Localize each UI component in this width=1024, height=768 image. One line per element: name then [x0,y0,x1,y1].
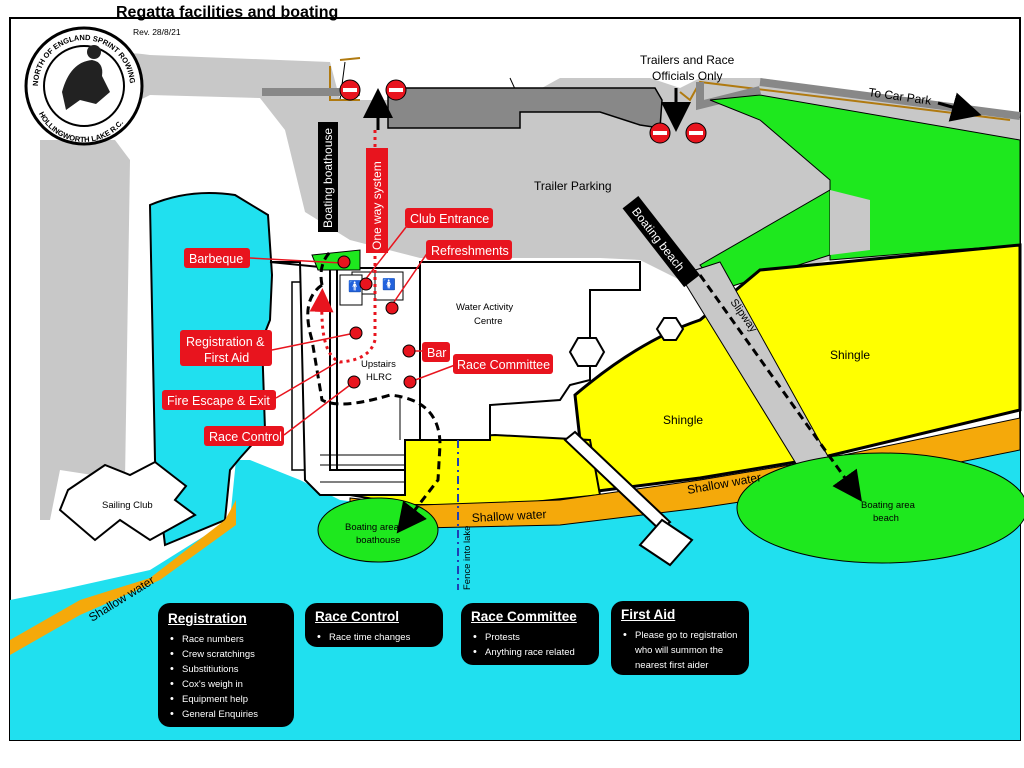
beach-route [698,274,862,502]
marker-bar [402,344,416,358]
shallow-water-left [10,500,236,655]
svg-text:Barbeque: Barbeque [189,252,243,266]
no-entry-icon [649,122,671,144]
hexagon-shape [655,317,685,341]
no-entry-icon [385,79,407,101]
callout-fire-escape: Fire Escape & Exit [162,390,276,410]
callout-refreshments: Refreshments [426,240,512,260]
list-item: Cox's weigh in [170,677,284,692]
callout-bar: Bar [422,342,450,362]
registration-info-box: Registration Race numbers Crew scratchin… [158,603,294,727]
list-item: Please go to registration [623,628,739,643]
list-item: Substitiutions [170,662,284,677]
marker-club-entrance [359,277,373,291]
race-control-info-box: Race Control Race time changes [305,603,443,647]
callout-race-control: Race Control [204,426,284,446]
upstairs-label-2: HLRC [366,372,392,383]
svg-text:Registration &: Registration & [186,335,265,349]
trailer-parking-label: Trailer Parking [534,179,612,193]
revision-date: Rev. 28/8/21 [133,27,181,37]
hexagon-shape [568,337,606,367]
car-park-arrow [937,92,982,122]
toilet-icon-f: 🚺 [382,278,396,291]
one-way-route [309,130,377,364]
marker-race-committee [403,375,417,389]
boating-area-beach-label-2: beach [873,513,899,524]
list-item: Anything race related [473,645,589,660]
sailing-club-building [58,460,197,542]
boating-area-beach [736,452,1024,564]
shingle-label-2: Shingle [663,413,703,427]
boathouse-building [269,261,406,496]
list-item: General Enquiries [170,707,284,722]
trailers-label: Trailers and Race [640,53,735,67]
marker-barbeque [337,255,351,269]
callout-barbeque: Barbeque [184,248,250,268]
trailers-label-2: Officials Only [652,69,722,83]
boating-area-beach-label: Boating area [861,500,916,511]
first-aid-info-title: First Aid [621,607,676,622]
callout-club-entrance: Club Entrance [405,208,493,228]
marker-refreshments [385,301,399,315]
no-entry-icon [339,79,361,101]
page-title: Regatta facilities and boating [116,4,339,21]
boating-boathouse-sign: Boating boathouse [318,122,338,232]
marker-registration [349,326,363,340]
svg-text:Fire Escape & Exit: Fire Escape & Exit [167,394,270,408]
list-item: Crew scratchings [170,647,284,662]
shingle-label: Shingle [830,348,870,362]
list-item: who will summon the [635,645,724,656]
water-activity-building [419,261,641,441]
list-item: Race time changes [317,630,433,645]
road-barrier [387,87,663,129]
upstairs-label: Upstairs [361,359,396,370]
shallow-water-label-2: Shallow water [471,507,546,525]
water-activity-label-2: Centre [474,316,503,327]
svg-text:Race Committee: Race Committee [457,358,550,372]
svg-text:Club Entrance: Club Entrance [410,212,489,226]
left-road [40,140,130,520]
list-item: Race numbers [170,632,284,647]
svg-text:Boating boathouse: Boating boathouse [321,128,335,228]
jetty-head [638,518,694,567]
list-item: Protests [473,630,589,645]
boating-area-boathouse-label-2: boathouse [356,535,400,546]
svg-text:Bar: Bar [427,346,446,360]
race-committee-info-box: Race Committee Protests Anything race re… [461,603,599,665]
callout-registration: Registration & First Aid [180,330,272,366]
one-way-sign: One way system [366,148,388,253]
first-aid-info-box: First Aid Please go to registration who … [611,601,749,675]
grass-top-right [709,94,1021,261]
list-item: nearest first aider [635,660,709,671]
list-item: Equipment help [170,692,284,707]
jetty [563,430,672,532]
registration-info-title: Registration [168,611,247,626]
callout-race-committee: Race Committee [453,354,553,374]
boating-area-boathouse-label: Boating area [345,522,400,533]
toilet-icon-m: 🚹 [348,280,362,293]
svg-text:First Aid: First Aid [204,351,249,365]
marina-water [148,191,274,547]
race-control-info-title: Race Control [315,609,400,624]
svg-text:One way system: One way system [370,161,384,250]
fence-label: Fence into lake [462,526,473,590]
rower-icon [62,60,110,110]
water-activity-label: Water Activity [456,302,513,313]
boathouse-route [306,283,442,534]
sailing-club-label: Sailing Club [102,500,153,511]
no-entry-icon [685,122,707,144]
svg-text:Refreshments: Refreshments [431,244,509,258]
marker-race-control [347,375,361,389]
svg-text:Race Control: Race Control [209,430,282,444]
race-committee-info-title: Race Committee [471,609,577,624]
